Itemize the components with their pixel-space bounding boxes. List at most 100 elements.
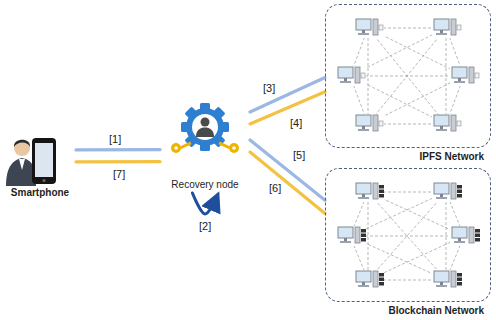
monitor-stand (440, 30, 443, 33)
callout-number: [7] (112, 168, 126, 180)
peer-ground (432, 114, 462, 134)
blockchain-peers (336, 182, 480, 290)
monitor-stand (344, 238, 347, 241)
pc-tower (355, 227, 360, 243)
monitor (452, 227, 467, 238)
keyboard (340, 241, 351, 243)
chain-block (457, 278, 462, 282)
pc-tower (355, 67, 360, 83)
file-sheet (475, 73, 479, 78)
chain-block (475, 229, 480, 233)
keyboard (358, 33, 369, 35)
keyboard (436, 33, 447, 35)
keyboard (454, 241, 465, 243)
peer-link (350, 236, 464, 237)
pc-tower (373, 271, 378, 287)
chain-block (379, 190, 384, 194)
monitor-stand (440, 126, 443, 129)
callout-number: [2] (198, 220, 212, 232)
peer-computer (354, 18, 384, 38)
monitor (434, 19, 449, 30)
peer-computer (354, 270, 384, 290)
peer-computer (432, 270, 462, 290)
chain-block (457, 273, 462, 277)
monitor-stand (362, 30, 365, 33)
monitor (356, 271, 371, 282)
peer-computer (336, 226, 366, 246)
keyboard (358, 197, 369, 199)
pc-tower (373, 183, 378, 199)
key-icon (218, 142, 239, 153)
chain-block (361, 234, 366, 238)
user-hair (14, 140, 30, 147)
phone-icon (32, 138, 56, 184)
device-node: Smartphone (4, 128, 76, 200)
message-line (250, 140, 325, 200)
chain-block (457, 190, 462, 194)
file-sheet (361, 73, 365, 78)
phone-screen (35, 143, 53, 177)
peer-computer (354, 182, 384, 202)
peer-computer (354, 114, 384, 134)
network-region: IPFS Network (325, 4, 491, 148)
callout-number: [4] (289, 117, 303, 129)
peer-computer (450, 66, 480, 86)
phone-button (42, 179, 45, 182)
message-line (250, 92, 325, 124)
message-line (250, 152, 325, 214)
monitor-stand (458, 78, 461, 81)
person-body (196, 128, 214, 138)
monitor-stand (344, 78, 347, 81)
pc-tower (451, 19, 456, 35)
key-shaft (179, 142, 191, 150)
peer-ground (354, 18, 384, 38)
peer-ground (432, 182, 462, 202)
peer-link (350, 192, 446, 236)
peer-ground (432, 18, 462, 38)
monitor (356, 183, 371, 194)
peer-ground (432, 270, 462, 290)
callout-number: [3] (262, 82, 276, 94)
keyboard (454, 81, 465, 83)
peer-ground (336, 66, 366, 86)
peer-computer (450, 226, 480, 246)
pc-tower (373, 115, 378, 131)
chain-block (379, 194, 384, 198)
monitor-stand (440, 282, 443, 285)
peer-ground (450, 226, 480, 246)
node-label: Smartphone (11, 187, 69, 198)
pc-tower (451, 115, 456, 131)
file-sheet (457, 25, 461, 30)
peer-computer (432, 18, 462, 38)
peer-computer (336, 66, 366, 86)
key-shaft (218, 142, 230, 150)
monitor (434, 183, 449, 194)
peer-computer (432, 182, 462, 202)
keyboard (340, 81, 351, 83)
network-region: Blockchain Network (325, 168, 491, 302)
callout-number: [6] (268, 182, 282, 194)
peer-ground (354, 270, 384, 290)
key-icon (171, 142, 192, 153)
message-line (76, 148, 160, 151)
monitor (356, 19, 371, 30)
chain-block (379, 273, 384, 277)
key-hole (232, 146, 236, 150)
ipfs-peers (336, 18, 480, 134)
file-sheet (457, 121, 461, 126)
pc-tower (451, 183, 456, 199)
pc-tower (469, 67, 474, 83)
chain-block (379, 282, 384, 286)
chain-block (361, 238, 366, 242)
file-sheet (379, 121, 383, 126)
chain-block (457, 194, 462, 198)
pc-tower (469, 227, 474, 243)
monitor-stand (440, 194, 443, 197)
peer-ground (450, 66, 480, 86)
user-body (6, 158, 36, 186)
monitor (356, 115, 371, 126)
callout-number: [5] (292, 149, 306, 161)
peer-link (350, 76, 464, 77)
monitor (452, 67, 467, 78)
